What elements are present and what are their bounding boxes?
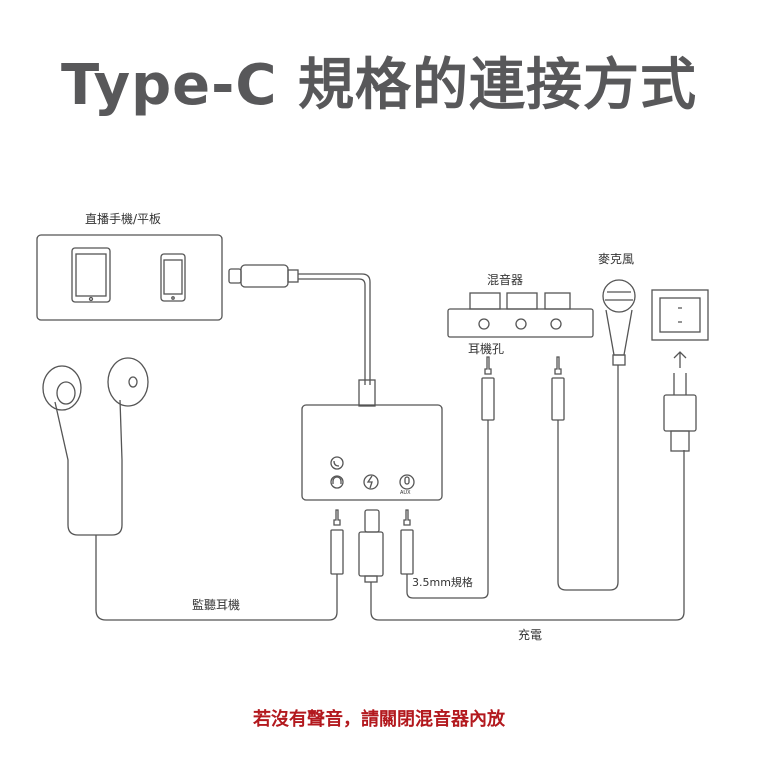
wall-outlet <box>651 289 709 341</box>
mixer-label: 混音器 <box>487 273 524 287</box>
tablet-icon <box>71 247 111 303</box>
spec-label: 3.5mm規格 <box>412 576 473 589</box>
usb-c-cable <box>228 264 376 407</box>
mic-jack <box>551 356 619 591</box>
mixer-jack <box>481 356 495 421</box>
mixer <box>447 292 594 338</box>
aux-label: AUX <box>400 490 411 496</box>
mic-port-icon <box>399 474 415 490</box>
charge-icon <box>363 474 379 490</box>
mic-label: 麥克風 <box>598 252 635 266</box>
phone-icon <box>160 253 186 302</box>
monitor-plug <box>95 509 344 621</box>
arrow-up-icon <box>673 351 687 368</box>
earphones <box>42 357 149 545</box>
charge-plug <box>358 450 685 621</box>
phone-headset-icon <box>330 456 344 489</box>
microphone <box>602 279 636 366</box>
charger-adapter <box>663 373 697 452</box>
mic-plug <box>400 420 489 599</box>
headphone-jack-label: 耳機孔 <box>468 342 505 356</box>
device-panel <box>36 234 223 321</box>
device-label: 直播手機/平板 <box>85 212 162 226</box>
charge-label: 充電 <box>518 628 543 642</box>
page-title: Type-C 規格的連接方式 <box>61 53 697 118</box>
monitor-label: 監聽耳機 <box>192 598 241 612</box>
footer-note: 若沒有聲音，請關閉混音器內放 <box>253 709 505 730</box>
adapter-box <box>301 404 443 501</box>
